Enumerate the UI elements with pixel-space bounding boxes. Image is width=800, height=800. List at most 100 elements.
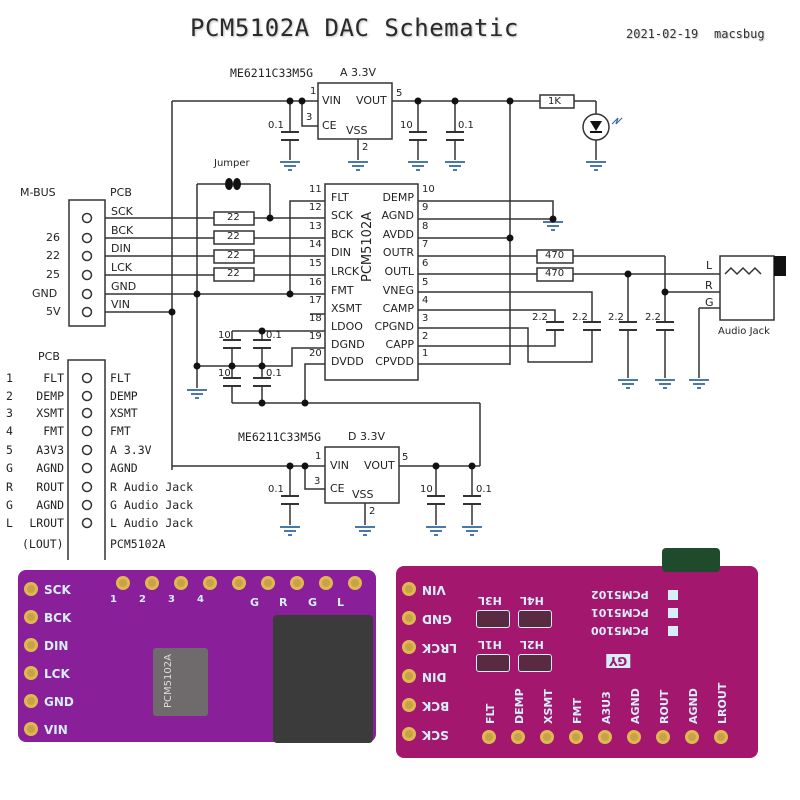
dac-pin-number: 17 (309, 295, 322, 306)
pcb-row-num: 2 (6, 389, 13, 403)
dac-pin-sck: SCK (331, 209, 353, 222)
dac-pin-number: 12 (309, 202, 322, 213)
front-pin-label: SCK (44, 583, 71, 597)
dac-pin-xsmt: XSMT (331, 302, 362, 315)
pcb-row-desc: AGND (110, 461, 138, 475)
mbus-gnd: GND (32, 287, 58, 300)
chip-marking: PCM5102A (163, 654, 174, 708)
ldo-cap-1: 10 (218, 330, 231, 341)
dac-pin-outl: OUTL (384, 265, 414, 278)
top-pin-pad (232, 576, 246, 590)
jack-top-image (662, 548, 720, 572)
pcb-row-num: R (6, 480, 13, 494)
dac-pin-cpgnd: CPGND (374, 320, 414, 333)
dac-pin-number: 3 (422, 313, 429, 324)
dac-pin-bck: BCK (331, 228, 354, 241)
pcb-row-desc: FLT (110, 371, 131, 385)
variant-label: PCM5102 (591, 588, 649, 601)
dac-pin-number: 15 (309, 258, 322, 269)
jumper-label: H4L (520, 594, 544, 607)
back-bottom-label: FMT (571, 698, 584, 724)
pcb-row-num: G (6, 498, 13, 512)
pin-pad (402, 582, 416, 596)
dac-pin-camp: CAMP (382, 302, 414, 315)
dac-pin-lrck: LRCK (331, 265, 360, 278)
top-pin-pad (203, 576, 217, 590)
back-pin-label: VIN (422, 583, 446, 597)
pump-cap-4: 2.2 (645, 312, 661, 323)
pcb-row-signal: XSMT (36, 406, 64, 420)
dac-pin-number: 13 (309, 221, 322, 232)
led-resistor: 1K (548, 96, 561, 107)
top-pin-pad (145, 576, 159, 590)
back-pin-label: LRCK (422, 641, 457, 655)
dac-pin-number: 16 (309, 277, 322, 288)
reg-d-pin2: 2 (369, 506, 376, 517)
dac-pin-number: 18 (309, 313, 322, 324)
dac-pin-number: 11 (309, 184, 322, 195)
pcb-row-desc: FMT (110, 424, 131, 438)
pump-cap-3: 2.2 (608, 312, 624, 323)
pcb-row-desc: L Audio Jack (110, 516, 194, 530)
jumper-label: H3L (478, 594, 502, 607)
author: macsbug (714, 27, 765, 41)
pcb-header-label: PCB (38, 350, 60, 363)
reg-d-vout: VOUT (364, 459, 395, 472)
pin-pad (511, 730, 525, 744)
reg-d-pin3: 3 (314, 476, 321, 487)
pin-pad (627, 730, 641, 744)
reg-d-vss: VSS (352, 488, 374, 501)
pin-pad (656, 730, 670, 744)
pcb-row-signal: A3V3 (36, 443, 64, 457)
output-resistor-l: 470 (545, 268, 565, 279)
reg-a-pin3: 3 (306, 112, 313, 123)
variant-box (668, 626, 678, 636)
solder-jumper (518, 654, 552, 672)
reg-d-vin: VIN (330, 459, 349, 472)
dac-pin-number: 14 (309, 239, 322, 250)
back-pin-label: BCK (422, 699, 450, 713)
pcb-row-desc: A 3.3V (110, 443, 152, 457)
pcb-row-desc: DEMP (110, 389, 138, 403)
schematic-wiring (67, 82, 786, 560)
pump-cap-2: 2.2 (572, 312, 588, 323)
reg-a-pin1: 1 (310, 86, 317, 97)
dac-pin-demp: DEMP (382, 191, 414, 204)
regulator-a-part: ME6211C33M5G (230, 66, 314, 80)
top-pin-pad (290, 576, 304, 590)
pcb-row-signal: AGND (36, 498, 64, 512)
date: 2021-02-19 (626, 27, 699, 41)
front-pin-label: DIN (44, 639, 69, 653)
variant-label: PCM5100 (591, 624, 649, 637)
back-pin-label: GND (422, 612, 452, 626)
dac-pin-number: 9 (422, 202, 429, 213)
pcb-row-num: 1 (6, 371, 13, 385)
jack-pin-l: L (706, 259, 713, 272)
pcb-row-desc: G Audio Jack (110, 498, 194, 512)
output-resistor-r: 470 (545, 250, 565, 261)
dac-pin-agnd: AGND (381, 209, 414, 222)
top-pin-letter: R (279, 596, 288, 609)
back-bottom-label: AGND (629, 688, 642, 724)
jack-pin-r: R (705, 279, 713, 292)
mbus-label: M-BUS (20, 186, 56, 199)
dac-pin-ldoo: LDOO (331, 320, 363, 333)
pin-pad (685, 730, 699, 744)
reg-d-pin1: 1 (315, 451, 322, 462)
pcb-footer-left: (LOUT) (22, 537, 64, 551)
dac-pin-capp: CAPP (385, 338, 414, 351)
dac-pin-number: 20 (309, 348, 322, 359)
pin-pad (569, 730, 583, 744)
back-bottom-label: ROUT (658, 689, 671, 724)
audio-jack-label: Audio Jack (718, 326, 770, 337)
reg-d-cap-in: 0.1 (268, 484, 284, 495)
page-title: PCM5102A DAC Schematic (190, 14, 519, 42)
pin-pad (24, 666, 38, 680)
front-pin-label: BCK (44, 611, 72, 625)
pcb-row-num: 3 (6, 406, 13, 420)
pin-pad (598, 730, 612, 744)
dac-pin-dvdd: DVDD (331, 355, 364, 368)
pcb-footer-right: PCM5102A (110, 537, 166, 551)
reg-a-vout: VOUT (356, 94, 387, 107)
dac-pin-number: 10 (422, 184, 435, 195)
